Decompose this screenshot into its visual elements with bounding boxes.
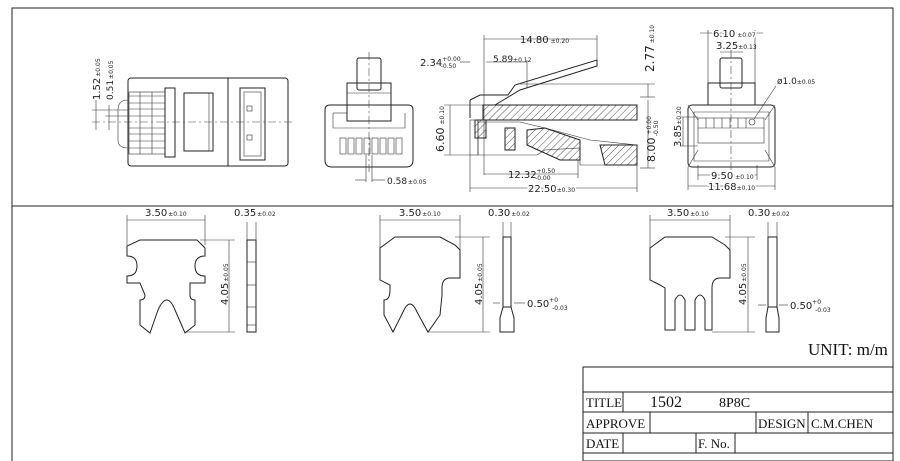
- dim-thickness: 0.30±0.02: [748, 208, 790, 219]
- design-label: DESIGN: [758, 416, 806, 431]
- contact-1: 3.50±0.10 0.35±0.02 4.05±0.05: [126, 208, 276, 334]
- dim-latch-width: 6.10±0.07: [713, 29, 756, 40]
- dim-end-height: 6.60±0.10: [434, 106, 447, 152]
- dim-tab-width: 3.25±0.13: [716, 41, 757, 52]
- rear-view: 6.10±0.07 3.25±0.13 ø1.0±0.05 3.85±0.20 …: [673, 28, 815, 195]
- dim-outer-width: 11.68±0.10: [708, 182, 755, 193]
- dim-height: 4.05±0.05: [474, 263, 485, 305]
- dim-latch-offset: 2.34+0.00-0.50: [420, 56, 461, 70]
- file-no-label: F. No.: [698, 436, 730, 451]
- dim-pitch: 1.52±0.05: [92, 58, 103, 100]
- front-view: 1.52±0.05 0.51±0.05: [92, 58, 292, 167]
- dim-opening-height: 3.85±0.20: [673, 106, 684, 147]
- title-block: TITLE 1502 8P8C APPROVE DESIGN C.M.CHEN …: [582, 366, 894, 461]
- contact-3: 3.50±0.10 0.30±0.02 4.05±0.05 0.50+0-0.0…: [649, 208, 831, 333]
- title-label: TITLE: [586, 395, 622, 410]
- title-code: 1502: [650, 394, 682, 411]
- drawing-frame: [11, 7, 894, 461]
- dim-blade-width: 0.58±0.05: [387, 177, 427, 187]
- dim-thickness: 0.30±0.02: [488, 208, 530, 219]
- dim-width: 3.50±0.10: [145, 208, 187, 219]
- contact-2: 3.50±0.10 0.30±0.02 4.05±0.05 0.50+0-0.0…: [379, 208, 568, 334]
- dim-thickness: 0.35±0.02: [234, 208, 276, 219]
- end-view: 0.58±0.05: [324, 52, 427, 187]
- dim-hole: ø1.0±0.05: [777, 77, 815, 87]
- dim-latch-step: 5.89±0.12: [493, 55, 532, 65]
- dim-total-length: 22.50±0.30: [528, 184, 575, 195]
- dim-latch-height: 2.77±0.10: [643, 25, 657, 72]
- approve-label: APPROVE: [586, 416, 645, 431]
- hole: [748, 118, 756, 126]
- dim-width: 3.50±0.10: [399, 208, 441, 219]
- dim-width: 3.50±0.10: [667, 208, 709, 219]
- dim-gap: 0.51±0.05: [106, 60, 116, 100]
- dim-inner-length: 12.32+0.50-0.00: [508, 168, 555, 182]
- side-view: 14.80±0.20 2.34+0.00-0.50 5.89±0.12 2.77…: [420, 25, 660, 197]
- date-label: DATE: [586, 436, 619, 451]
- designer-name: C.M.CHEN: [811, 416, 874, 431]
- dim-tip: 0.50+0-0.03: [790, 299, 831, 314]
- unit-label: UNIT: m/m: [808, 340, 888, 359]
- dim-inner-width: 9.50±0.10: [711, 171, 754, 182]
- dim-height: 4.05±0.05: [738, 263, 749, 305]
- title-type: 8P8C: [719, 396, 750, 411]
- dim-body-height: 8.00+0.00-0.50: [645, 116, 660, 162]
- dim-latch-length: 14.80±0.20: [520, 35, 569, 46]
- dim-height: 4.05±0.05: [220, 263, 231, 305]
- dim-tip: 0.50+0-0.03: [527, 297, 568, 312]
